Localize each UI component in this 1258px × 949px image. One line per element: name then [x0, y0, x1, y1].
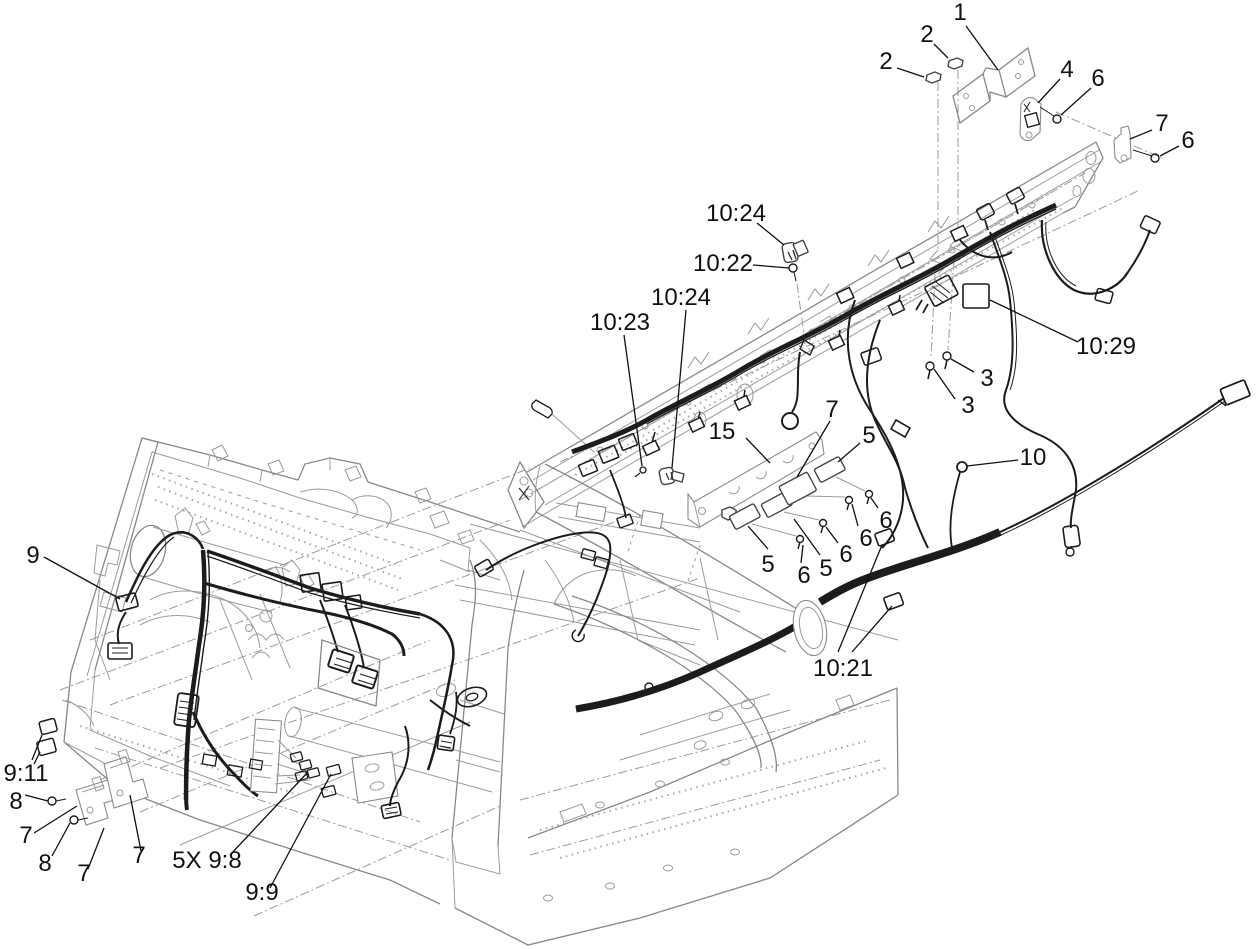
svg-text:7: 7 [77, 860, 90, 887]
svg-text:7: 7 [1155, 110, 1168, 137]
svg-text:10:21: 10:21 [813, 655, 873, 682]
svg-text:1: 1 [953, 0, 966, 26]
svg-text:10: 10 [1020, 444, 1047, 471]
svg-text:10:23: 10:23 [590, 309, 650, 336]
svg-text:5X 9:8: 5X 9:8 [172, 847, 241, 874]
svg-text:8: 8 [9, 788, 22, 815]
svg-text:6: 6 [839, 541, 852, 568]
svg-text:6: 6 [1181, 127, 1194, 154]
svg-text:6: 6 [1091, 65, 1104, 92]
svg-text:8: 8 [38, 850, 51, 877]
svg-text:10:22: 10:22 [693, 250, 753, 277]
svg-text:3: 3 [961, 392, 974, 419]
svg-text:2: 2 [879, 48, 892, 75]
svg-text:7: 7 [132, 842, 145, 869]
svg-text:9:11: 9:11 [4, 760, 49, 787]
svg-text:10:24: 10:24 [651, 284, 711, 311]
svg-text:15: 15 [709, 418, 736, 445]
svg-text:5: 5 [819, 555, 832, 582]
svg-text:7: 7 [19, 822, 32, 849]
svg-text:10:29: 10:29 [1076, 333, 1136, 360]
svg-text:6: 6 [797, 562, 810, 589]
svg-text:6: 6 [859, 525, 872, 552]
svg-text:10:24: 10:24 [706, 200, 766, 227]
svg-text:9:9: 9:9 [245, 879, 278, 906]
svg-text:3: 3 [980, 365, 993, 392]
svg-text:2: 2 [920, 21, 933, 48]
svg-text:5: 5 [761, 551, 774, 578]
svg-text:6: 6 [879, 507, 892, 534]
svg-text:7: 7 [825, 396, 838, 423]
svg-text:4: 4 [1060, 56, 1073, 83]
svg-text:9: 9 [26, 542, 39, 569]
svg-text:5: 5 [862, 422, 875, 449]
